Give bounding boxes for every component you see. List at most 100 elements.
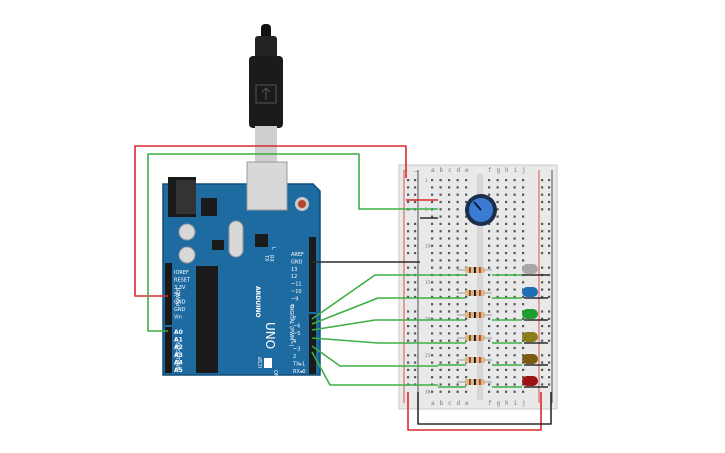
rx-label: RX [268, 255, 274, 262]
row-label: 10 [425, 244, 431, 250]
digital-pin-label: RX◂0 [293, 369, 306, 375]
hole [448, 368, 451, 371]
power-pin-label: Vin [174, 314, 182, 320]
hole [439, 281, 442, 284]
hole [465, 354, 468, 357]
resistor-band [474, 357, 476, 363]
hole [439, 222, 442, 225]
hole [456, 215, 459, 218]
hole [465, 237, 468, 240]
hole [522, 339, 525, 342]
hole [431, 186, 434, 189]
hole [496, 244, 499, 247]
hole [448, 332, 451, 335]
hole [522, 259, 525, 262]
hole [496, 179, 499, 182]
rail-hole [414, 230, 417, 233]
hole [513, 215, 516, 218]
hole [488, 368, 491, 371]
hole [496, 354, 499, 357]
rail-hole [548, 179, 551, 182]
rail-hole [407, 200, 410, 204]
rail-hole [548, 266, 551, 269]
hole [448, 346, 451, 350]
hole [505, 215, 508, 218]
column-label: e [465, 167, 469, 174]
rail-hole [541, 230, 544, 233]
hole [456, 332, 459, 335]
rail-hole [541, 354, 544, 357]
hole [513, 317, 516, 320]
rail-hole [541, 310, 544, 313]
digital-pin-label: 12 [291, 274, 297, 280]
hole [448, 259, 451, 262]
hole [496, 266, 499, 269]
hole [488, 288, 491, 291]
hole [505, 325, 508, 328]
hole [439, 252, 442, 255]
hole [439, 325, 442, 328]
hole [456, 317, 459, 320]
reset-button[interactable] [298, 200, 306, 208]
hole [522, 303, 525, 306]
led[interactable] [522, 264, 538, 274]
hole [505, 252, 508, 255]
hole [431, 354, 434, 357]
resistor-band [474, 335, 476, 341]
hole [439, 208, 442, 211]
hole [439, 186, 442, 189]
led[interactable] [522, 287, 538, 297]
hole [522, 237, 525, 240]
led[interactable] [522, 332, 538, 342]
rail-hole [541, 361, 544, 364]
hole [431, 325, 434, 328]
resistor-band [469, 267, 471, 273]
wire-bottom-red [407, 392, 542, 431]
hole [439, 339, 442, 342]
hole [522, 346, 525, 350]
rail-hole [407, 354, 410, 357]
led[interactable] [522, 354, 538, 364]
hole [522, 332, 525, 335]
hole [448, 303, 451, 306]
hole [439, 390, 442, 393]
rail-hole [541, 339, 544, 342]
column-label: f [488, 400, 492, 407]
wire-pin8 [311, 351, 438, 386]
hole [496, 303, 499, 306]
uno-model-text: UNO [263, 322, 277, 349]
hole [496, 200, 499, 204]
rail-hole [414, 266, 417, 269]
tx-label: TX [263, 254, 269, 262]
rail-hole [414, 288, 417, 291]
hole [465, 179, 468, 182]
potentiometer[interactable] [465, 194, 497, 226]
hole [513, 193, 516, 196]
rail-hole [548, 193, 551, 196]
led[interactable] [522, 309, 538, 319]
rail-hole [407, 361, 410, 364]
hole [448, 266, 451, 269]
hole [465, 230, 468, 233]
arduino-uno-board[interactable]: POWER ANALOG IN DIGITAL (PWM~) ARDUINO U… [162, 161, 321, 378]
rail-hole [548, 332, 551, 335]
hole [505, 295, 508, 298]
hole [496, 325, 499, 328]
column-label: i [514, 167, 518, 174]
hole [513, 266, 516, 269]
hole [513, 244, 516, 247]
hole [439, 230, 442, 233]
hole [488, 244, 491, 247]
hole [439, 361, 442, 364]
hole [448, 288, 451, 291]
rail-hole [407, 237, 410, 240]
hole [505, 354, 508, 357]
rail-hole [407, 339, 410, 342]
hole [456, 259, 459, 262]
hole [448, 310, 451, 313]
led[interactable] [522, 376, 538, 386]
rail-hole [548, 361, 551, 364]
hole [522, 200, 525, 204]
